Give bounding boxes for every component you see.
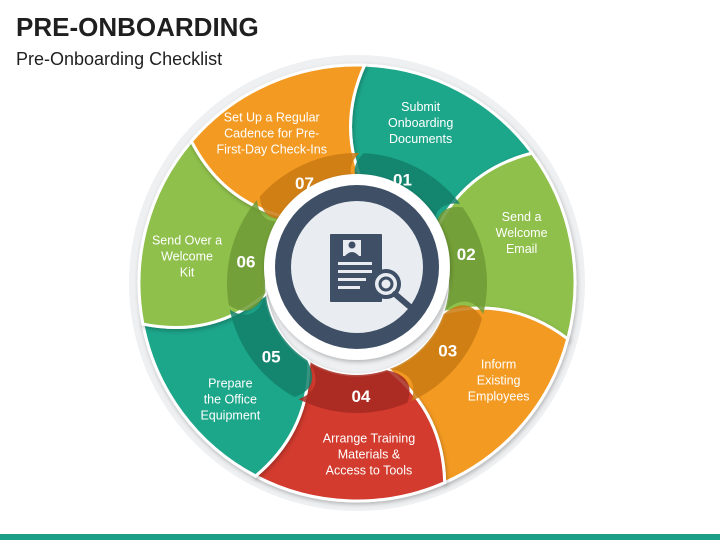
step-number-05: 05 (262, 347, 281, 366)
step-label-line: Arrange Training (323, 432, 415, 446)
step-label-line: Existing (477, 374, 521, 388)
step-number-04: 04 (351, 387, 370, 406)
step-band-02 (435, 206, 487, 315)
step-label-line: Email (506, 242, 537, 256)
step-label-line: Inform (481, 358, 516, 372)
step-label-line: Welcome (496, 226, 548, 240)
step-label-line: Access to Tools (326, 464, 413, 478)
step-label-line: Equipment (200, 408, 260, 422)
step-number-02: 02 (457, 245, 476, 264)
step-label-line: Employees (468, 390, 530, 404)
step-label-line: Cadence for Pre- (224, 127, 319, 141)
step-number-03: 03 (438, 341, 457, 360)
step-label-line: Submit (401, 100, 440, 114)
bottom-accent-bar (0, 534, 720, 540)
step-band-05 (229, 295, 313, 398)
step-label-line: Documents (389, 132, 452, 146)
step-label-line: Prepare (208, 376, 253, 390)
step-label-line: Materials & (338, 448, 401, 462)
step-label-line: Send a (502, 210, 542, 224)
center-hub (264, 174, 450, 360)
step-label-line: the Office (204, 392, 257, 406)
step-label-line: Set Up a Regular (224, 111, 320, 125)
step-label-line: Send Over a (152, 234, 222, 248)
page-title: PRE-ONBOARDING (16, 12, 259, 42)
step-band-03 (389, 305, 483, 402)
page-subtitle: Pre-Onboarding Checklist (16, 49, 223, 69)
step-label-line: First-Day Check-Ins (217, 143, 327, 157)
step-number-06: 06 (237, 253, 256, 272)
step-label-line: Onboarding (388, 116, 453, 130)
step-label-line: Welcome (161, 250, 213, 264)
step-band-04 (298, 362, 410, 414)
document-search-icon (330, 234, 412, 309)
step-label-line: Kit (180, 266, 195, 280)
